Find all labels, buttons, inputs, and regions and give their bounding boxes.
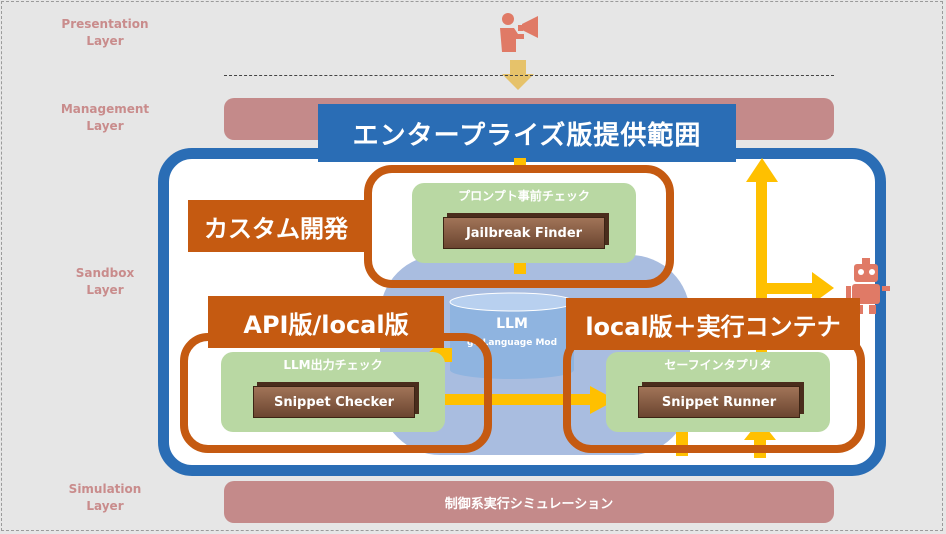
snippet-runner-component: Snippet Runner [638, 386, 800, 418]
snippet-checker-component: Snippet Checker [253, 386, 415, 418]
simulation-bar: 制御系実行シミュレーション [224, 481, 834, 523]
connector-vertical-runner [756, 178, 767, 363]
layer-label-presentation: Presentation Layer [61, 17, 149, 48]
layer-label-management: Management Layer [60, 102, 150, 133]
arrow-head-to-runner [590, 386, 616, 414]
connector-checker-to-runner [445, 394, 595, 405]
llm-output-check-title: LLM出力チェック [283, 358, 383, 372]
arrow-up-to-management [746, 158, 778, 182]
down-arrow-presentation [502, 60, 534, 90]
custom-dev-label: カスタム開発 [188, 200, 364, 252]
llm-subtitle: ge Language Mod [466, 338, 558, 348]
layer-label-simulation: Simulation Layer [68, 482, 142, 513]
separator-presentation [224, 75, 834, 76]
local-container-label: local版＋実行コンテナ [566, 298, 860, 350]
jailbreak-finder-component: Jailbreak Finder [443, 217, 605, 249]
enterprise-title-banner: エンタープライズ版提供範囲 [318, 104, 736, 162]
arrow-right-to-robot [812, 272, 834, 304]
prompt-precheck-title: プロンプト事前チェック [458, 189, 590, 203]
llm-title: LLM [496, 316, 528, 332]
api-local-label: API版/local版 [208, 296, 444, 348]
connector-management-to-prompt [514, 158, 526, 168]
local-container-ring [563, 333, 865, 453]
api-local-ring [180, 333, 492, 453]
custom-dev-ring [364, 165, 674, 288]
safe-interpreter-title: セーフインタプリタ [664, 358, 772, 372]
connector-to-robot [760, 283, 820, 294]
presenter-megaphone-icon [500, 13, 538, 52]
layer-label-sandbox: Sandbox Layer [75, 266, 135, 297]
